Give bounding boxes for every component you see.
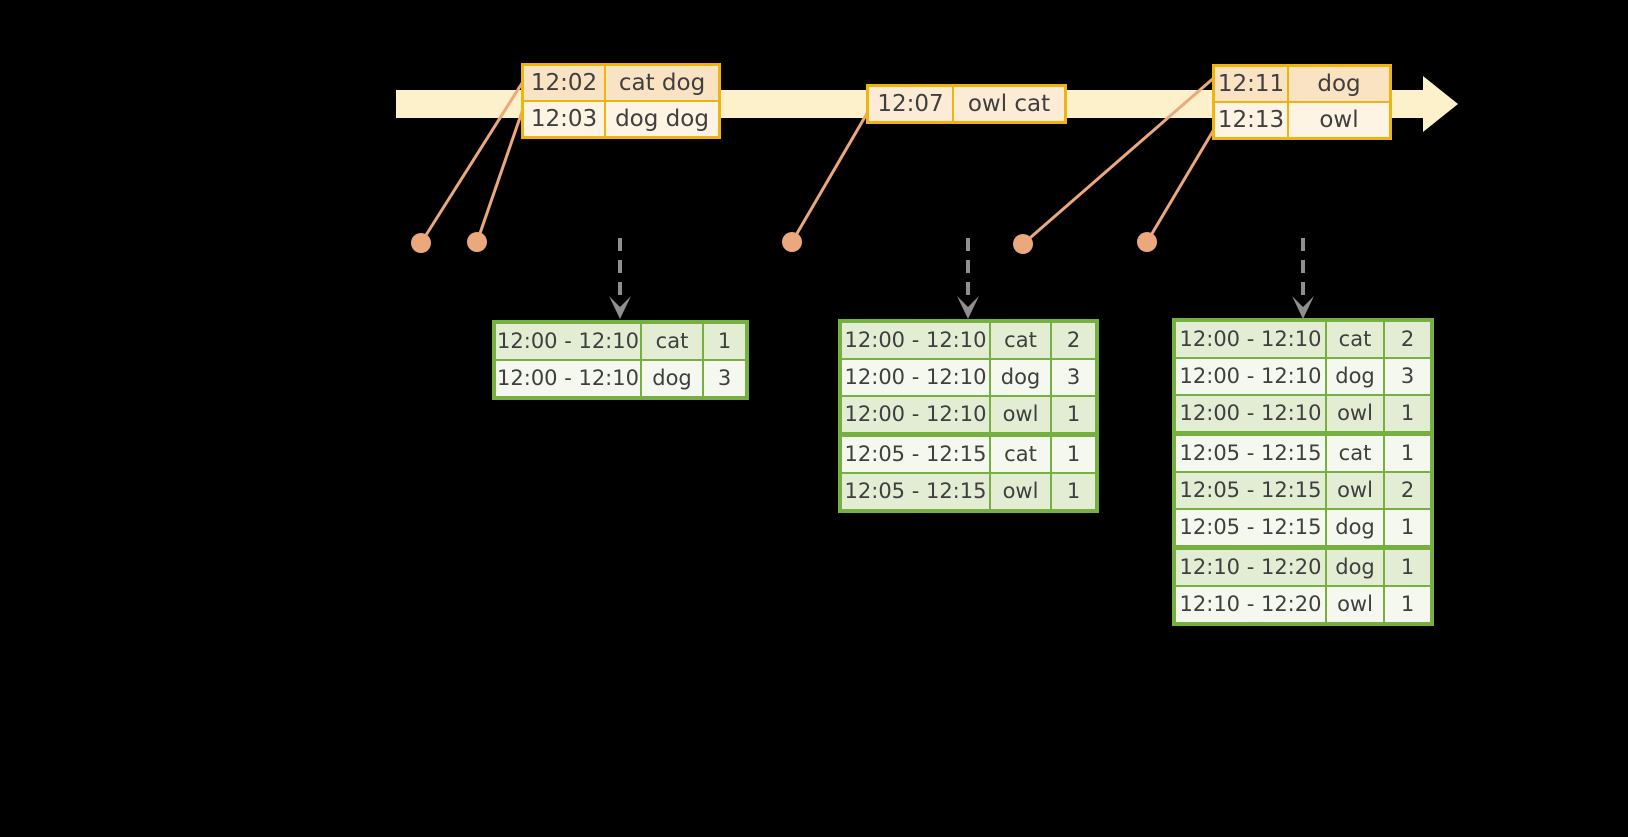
word-cell: cat (991, 437, 1050, 472)
word-cell: owl (1327, 473, 1383, 508)
window-cell: 12:00 - 12:10 (842, 323, 989, 358)
count-cell: 2 (1385, 322, 1430, 357)
event-time-cell: 12:13 (1215, 103, 1287, 137)
window-cell: 12:00 - 12:10 (496, 361, 640, 396)
count-cell: 2 (1052, 323, 1095, 358)
event-dot-icon (782, 232, 802, 252)
trigger-arrows (609, 238, 1314, 319)
event-words-cell: owl cat (954, 87, 1064, 121)
word-cell: owl (1327, 587, 1383, 622)
word-cell: owl (1327, 396, 1383, 431)
event-connector-line (1145, 125, 1218, 243)
window-cell: 12:10 - 12:20 (1176, 550, 1325, 585)
count-cell: 3 (1385, 359, 1430, 394)
window-cell: 12:00 - 12:10 (1176, 359, 1325, 394)
event-words-cell: owl (1289, 103, 1389, 137)
count-cell: 1 (1052, 397, 1095, 432)
word-cell: dog (1327, 359, 1383, 394)
event-time-cell: 12:03 (524, 102, 604, 136)
down-arrow-icon (609, 296, 631, 319)
event-words-cell: dog (1289, 67, 1389, 101)
count-cell: 2 (1385, 473, 1430, 508)
event-dot-icon (1013, 234, 1033, 254)
event-connector-line (790, 109, 871, 243)
window-cell: 12:05 - 12:15 (1176, 436, 1325, 471)
window-cell: 12:00 - 12:10 (496, 324, 640, 359)
count-cell: 1 (1052, 474, 1095, 509)
word-cell: dog (642, 361, 702, 396)
window-cell: 12:10 - 12:20 (1176, 587, 1325, 622)
event-connector-line (1022, 74, 1217, 246)
event-words-cell: dog dog (606, 102, 718, 136)
event-dot-icon (1137, 232, 1157, 252)
word-cell: dog (1327, 550, 1383, 585)
event-time-cell: 12:07 (869, 87, 952, 121)
window-cell: 12:05 - 12:15 (842, 437, 989, 472)
count-cell: 1 (1385, 436, 1430, 471)
word-cell: cat (642, 324, 702, 359)
event-dot-icon (411, 233, 431, 253)
event-connector-lines (419, 74, 1218, 246)
window-cell: 12:05 - 12:15 (842, 474, 989, 509)
event-words-cell: cat dog (606, 66, 718, 100)
window-cell: 12:05 - 12:15 (1176, 510, 1325, 545)
timeline-arrowhead-icon (1423, 76, 1458, 132)
event-connector-line (475, 105, 526, 243)
word-cell: owl (991, 474, 1050, 509)
window-cell: 12:00 - 12:10 (842, 360, 989, 395)
word-cell: dog (1327, 510, 1383, 545)
count-cell: 1 (1052, 437, 1095, 472)
event-dots (411, 232, 1157, 254)
event-dot-icon (467, 232, 487, 252)
word-cell: cat (991, 323, 1050, 358)
window-cell: 12:00 - 12:10 (1176, 396, 1325, 431)
count-cell: 1 (1385, 510, 1430, 545)
event-connector-line (419, 79, 526, 244)
count-cell: 1 (704, 324, 745, 359)
event-time-cell: 12:02 (524, 66, 604, 100)
window-cell: 12:00 - 12:10 (842, 397, 989, 432)
count-cell: 1 (1385, 396, 1430, 431)
window-cell: 12:00 - 12:10 (1176, 322, 1325, 357)
count-cell: 3 (1052, 360, 1095, 395)
word-cell: cat (1327, 436, 1383, 471)
word-cell: dog (991, 360, 1050, 395)
event-time-cell: 12:11 (1215, 67, 1287, 101)
down-arrow-icon (957, 296, 979, 319)
down-arrow-icon (1292, 296, 1314, 319)
word-cell: cat (1327, 322, 1383, 357)
count-cell: 1 (1385, 587, 1430, 622)
count-cell: 3 (704, 361, 745, 396)
word-cell: owl (991, 397, 1050, 432)
count-cell: 1 (1385, 550, 1430, 585)
window-cell: 12:05 - 12:15 (1176, 473, 1325, 508)
